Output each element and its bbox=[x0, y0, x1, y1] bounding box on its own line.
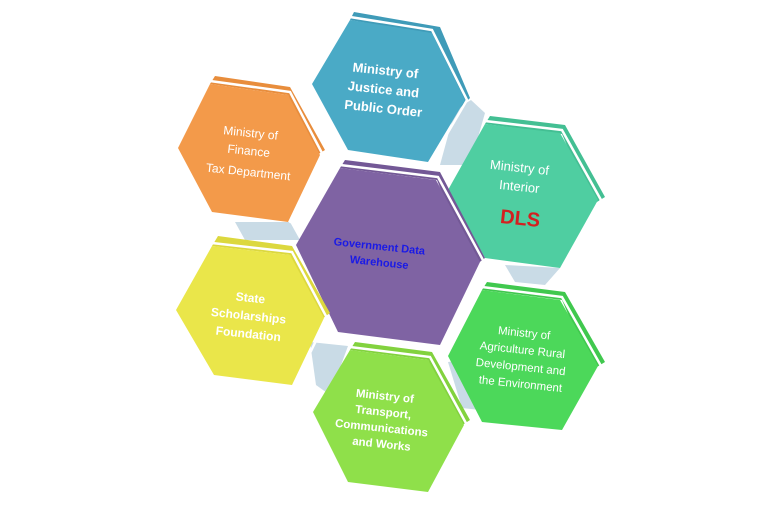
hex-interior-dls: DLS bbox=[499, 206, 541, 232]
hex-justice-edge bbox=[349, 15, 469, 164]
hex-agriculture-edge bbox=[481, 285, 603, 433]
connector-finance-scholarships bbox=[235, 222, 300, 240]
hex-center-face bbox=[296, 168, 480, 345]
connector-scholarships-transport bbox=[310, 342, 348, 395]
hex-justice-side bbox=[350, 12, 470, 108]
hex-transport-face bbox=[313, 350, 464, 492]
hex-transport-edge bbox=[349, 345, 469, 495]
hex-scholarships-edge bbox=[211, 241, 329, 387]
hex-interior-edge bbox=[484, 119, 603, 271]
hex-center: Government Data Warehouse bbox=[296, 160, 486, 348]
hex-agriculture-face bbox=[448, 290, 598, 430]
connector-interior-agriculture bbox=[505, 265, 560, 285]
hex-justice-label: Ministry of Justice and Public Order bbox=[344, 59, 427, 120]
hex-interior-face bbox=[448, 124, 598, 268]
hex-agriculture: Ministry of Agriculture Rural Developmen… bbox=[448, 282, 605, 433]
hex-justice-face bbox=[312, 20, 465, 162]
hex-scholarships: State Scholarships Foundation bbox=[176, 236, 330, 387]
hex-interior: Ministry of Interior DLS bbox=[448, 116, 605, 271]
hex-finance: Ministry of Finance Tax Department bbox=[178, 76, 325, 224]
hex-finance-edge bbox=[209, 79, 325, 224]
hex-justice: Ministry of Justice and Public Order bbox=[312, 12, 470, 164]
hex-interior-label: Ministry of Interior bbox=[487, 157, 553, 197]
hex-scholarships-face bbox=[176, 246, 324, 385]
hex-center-edge bbox=[339, 163, 486, 348]
hex-scholarships-label: State Scholarships Foundation bbox=[208, 287, 291, 345]
hex-finance-face bbox=[178, 84, 320, 222]
hex-transport: Ministry of Transport, Communications an… bbox=[313, 342, 470, 495]
